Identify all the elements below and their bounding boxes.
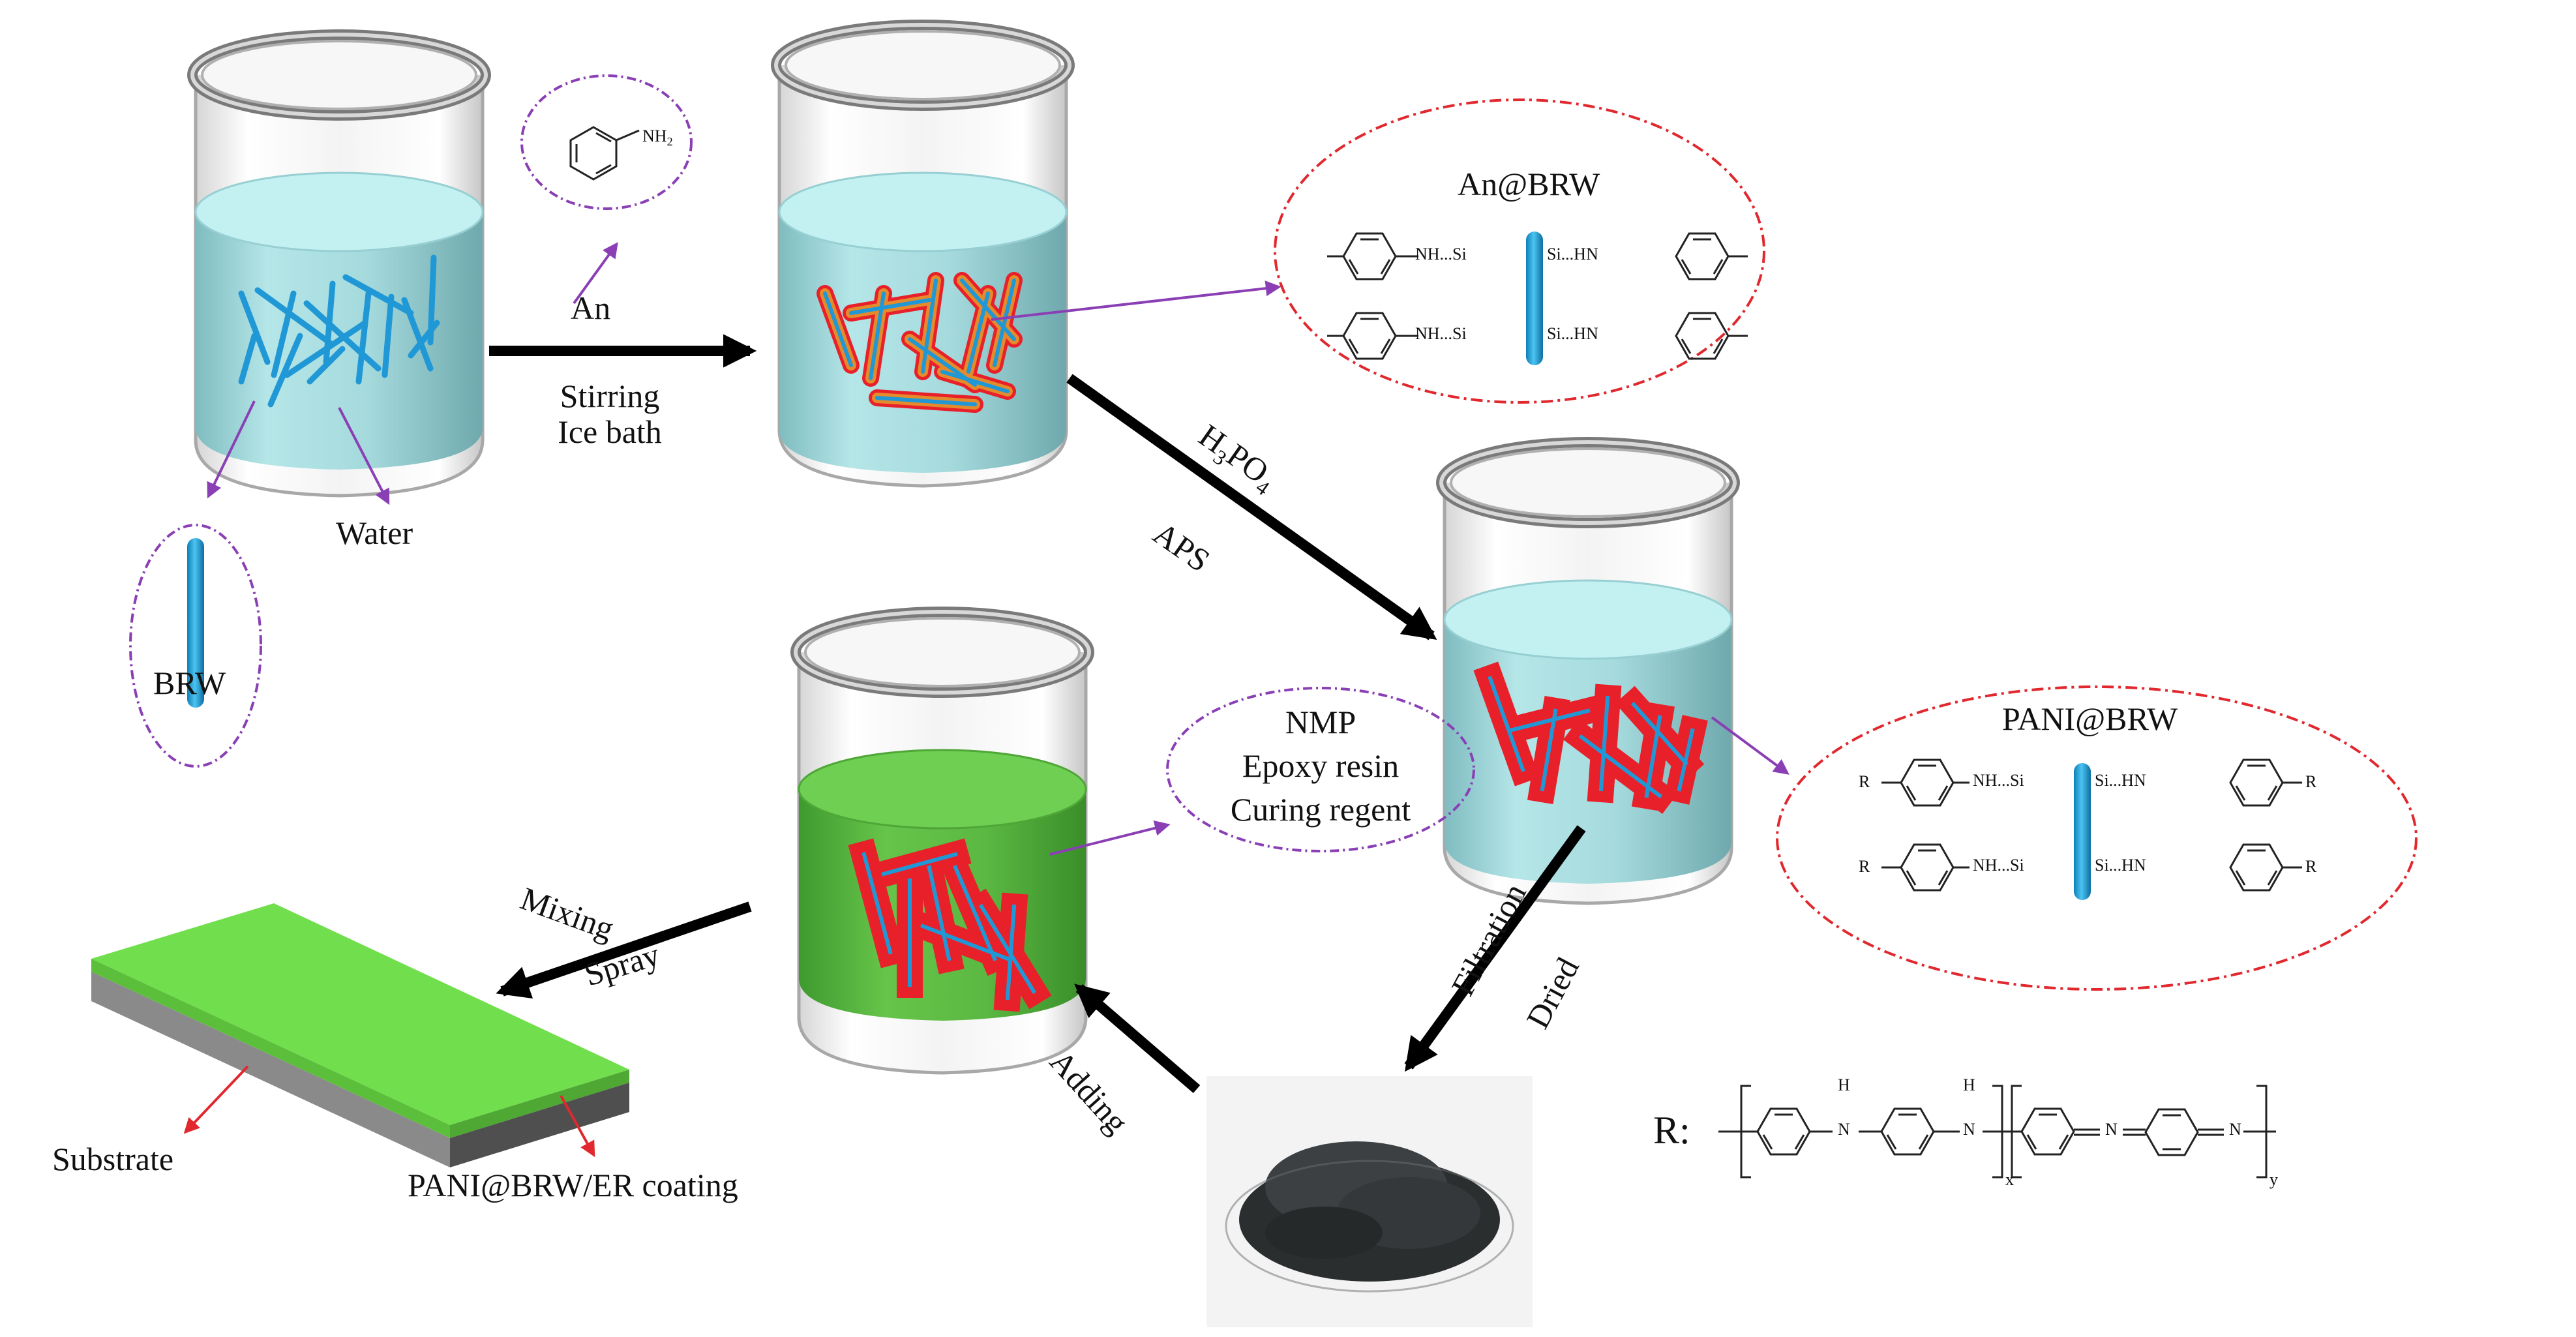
water-label: Water bbox=[336, 515, 413, 551]
an-label: An bbox=[571, 290, 611, 326]
nh2-sub: 2 bbox=[666, 135, 673, 149]
pani-brw-in-epoxy bbox=[848, 838, 1052, 1012]
beaker-an-brw bbox=[776, 25, 1070, 486]
pani-r-1: R bbox=[1859, 772, 1870, 791]
pani-r-3: R bbox=[1859, 857, 1870, 876]
arrow-adding bbox=[1074, 984, 1201, 1094]
curing-label: Curing regent bbox=[1230, 791, 1411, 828]
an-coated-brw bbox=[816, 272, 1023, 413]
coated-substrate bbox=[91, 903, 629, 1167]
poly-h-2: H bbox=[1963, 1075, 1975, 1094]
poly-h-1: H bbox=[1838, 1075, 1850, 1094]
arrow-mixing-spray bbox=[496, 901, 752, 999]
an-brw-si-1: Si...HN bbox=[1547, 245, 1598, 263]
aniline-ellipse bbox=[520, 74, 693, 210]
nh2-text: NH bbox=[642, 127, 667, 145]
r-label: R: bbox=[1653, 1109, 1690, 1152]
arrow-h3po4-aps bbox=[1066, 374, 1437, 640]
powder-photo bbox=[1206, 1076, 1533, 1327]
poly-sub-y: y bbox=[2269, 1170, 2278, 1189]
pani-si-2: Si...HN bbox=[2095, 856, 2146, 875]
epoxy-label: Epoxy resin bbox=[1242, 747, 1400, 784]
pani-brw-ellipse bbox=[1776, 685, 2418, 991]
an-brw-nh-2: NH...Si bbox=[1415, 324, 1467, 343]
beaker-epoxy bbox=[796, 612, 1089, 1073]
an-brw-title: An@BRW bbox=[1458, 166, 1600, 202]
pani-r-4: R bbox=[2305, 857, 2317, 876]
arrow-filtration bbox=[1404, 825, 1586, 1072]
an-brw-structure bbox=[1327, 232, 1748, 365]
substrate-label: Substrate bbox=[52, 1141, 174, 1177]
poly-n-4: N bbox=[2229, 1120, 2241, 1139]
pani-nh-1: NH...Si bbox=[1973, 771, 2024, 790]
brw-rod-icon bbox=[187, 538, 204, 708]
an-brw-si-2: Si...HN bbox=[1547, 324, 1598, 343]
brw-rods-dispersed bbox=[238, 254, 440, 408]
coating-label: PANI@BRW/ER coating bbox=[408, 1167, 738, 1203]
additives-ellipse bbox=[1166, 687, 1475, 852]
an-brw-ellipse bbox=[1274, 98, 1765, 404]
ice-bath-label: Ice bath bbox=[558, 413, 662, 450]
brw-ellipse bbox=[129, 524, 262, 768]
pani-brw-title: PANI@BRW bbox=[2002, 700, 2178, 737]
pani-coated-brw bbox=[1473, 661, 1708, 814]
beaker-pani-brw bbox=[1441, 442, 1735, 903]
an-brw-nh-1: NH...Si bbox=[1415, 245, 1467, 263]
pani-si-1: Si...HN bbox=[2095, 771, 2146, 790]
poly-n-3: N bbox=[2105, 1120, 2118, 1139]
substrate-pointers bbox=[183, 1065, 595, 1158]
aniline-molecule bbox=[569, 126, 640, 181]
poly-sub-x: x bbox=[2005, 1170, 2014, 1189]
nh2-label: NH2 bbox=[642, 127, 673, 149]
brw-label: BRW bbox=[153, 665, 226, 701]
poly-n-1: N bbox=[1838, 1120, 1850, 1139]
polyaniline-repeat-unit bbox=[1718, 1085, 2276, 1179]
stirring-label: Stirring bbox=[560, 378, 660, 414]
beaker-water-brw bbox=[192, 35, 486, 496]
nmp-label: NMP bbox=[1285, 704, 1356, 740]
pani-nh-2: NH...Si bbox=[1973, 856, 2024, 875]
purple-links bbox=[207, 242, 1790, 856]
pani-r-2: R bbox=[2305, 772, 2317, 791]
process-arrows bbox=[489, 334, 1586, 1094]
pani-brw-structure bbox=[1881, 759, 2302, 900]
poly-n-2: N bbox=[1963, 1120, 1975, 1139]
